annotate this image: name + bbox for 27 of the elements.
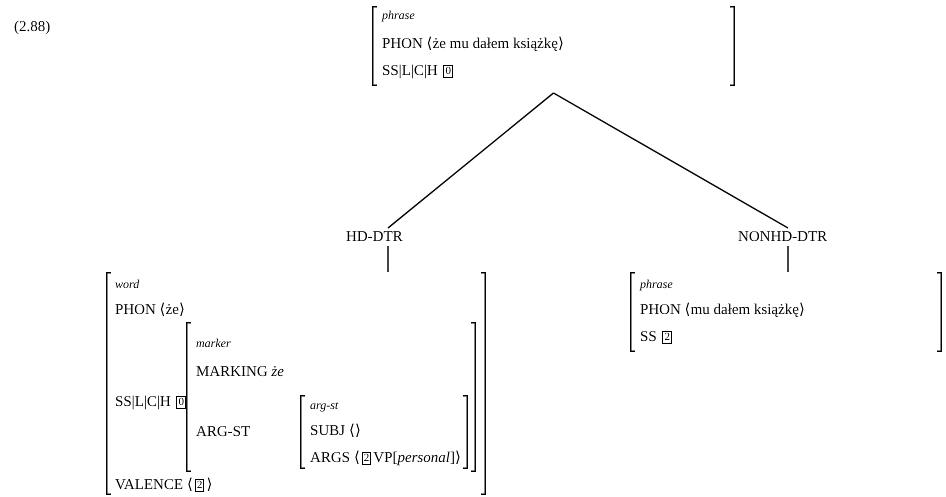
feature-row-text: SS|L|C|H 0 — [382, 62, 454, 80]
type-label: arg-st — [310, 398, 338, 412]
daughter-label: NONHD-DTR — [738, 228, 828, 246]
feature-row-text: SS|L|C|H 0 — [115, 393, 187, 411]
tree-branch — [388, 92, 554, 229]
feature-row: SUBJ ⟨⟩ — [310, 422, 361, 440]
daughter-label: HD-DTR — [346, 228, 403, 246]
type-label: marker — [196, 336, 231, 350]
attribute-value-matrix — [630, 272, 942, 352]
feature-row: PHON ⟨że⟩ — [115, 301, 185, 319]
tree-branch — [387, 246, 389, 272]
type-label: phrase — [640, 277, 673, 291]
attribute-value-matrix — [186, 322, 476, 472]
feature-row: ARG-ST — [196, 423, 250, 441]
attribute-value-matrix — [300, 395, 468, 469]
feature-row: VALENCE ⟨2⟩ — [115, 476, 212, 494]
attribute-value-matrix — [372, 6, 735, 86]
feature-row: PHON ⟨mu dałem książkę⟩ — [640, 301, 805, 319]
type-label: word — [115, 277, 140, 291]
attribute-value-matrix — [106, 272, 486, 495]
feature-row: PHON ⟨że mu dałem książkę⟩ — [382, 35, 564, 53]
tree-branch — [553, 92, 788, 229]
example-number: (2.88) — [14, 18, 50, 36]
feature-row-text: SS 2 — [640, 328, 673, 346]
tree-branch — [787, 246, 789, 272]
type-label: phrase — [382, 8, 415, 22]
feature-row: MARKING że — [196, 363, 284, 381]
